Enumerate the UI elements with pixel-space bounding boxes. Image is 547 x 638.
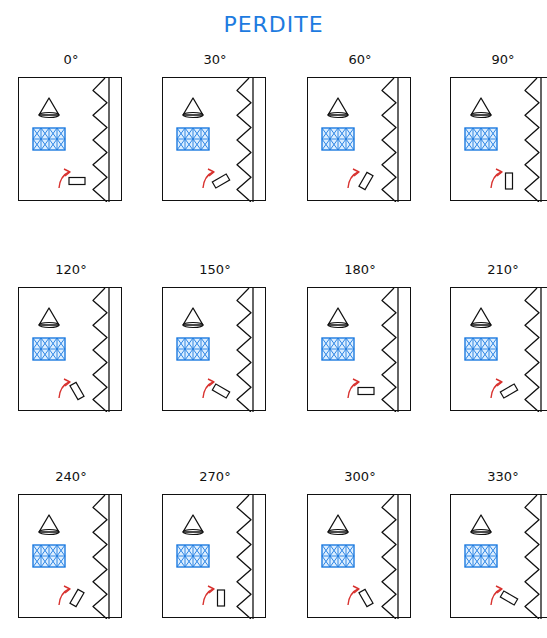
- angle-label: 120°: [19, 262, 123, 277]
- orientation-panel: 120°: [18, 287, 122, 411]
- panel-illustration: [163, 288, 267, 412]
- orientation-panel: 330°: [450, 494, 547, 618]
- orientation-panel: 0°: [18, 77, 122, 201]
- angle-label: 300°: [308, 469, 412, 484]
- panel-illustration: [451, 78, 547, 202]
- panel-illustration: [308, 288, 412, 412]
- panel-illustration: [163, 78, 267, 202]
- orientation-panel: 150°: [162, 287, 266, 411]
- orientation-panel: 210°: [450, 287, 547, 411]
- angle-label: 240°: [19, 469, 123, 484]
- panel-illustration: [19, 495, 123, 619]
- orientation-panel: 90°: [450, 77, 547, 201]
- orientation-panel: 30°: [162, 77, 266, 201]
- panel-illustration: [308, 495, 412, 619]
- panel-illustration: [163, 495, 267, 619]
- angle-label: 150°: [163, 262, 267, 277]
- panel-illustration: [19, 288, 123, 412]
- panel-illustration: [451, 495, 547, 619]
- orientation-panel: 240°: [18, 494, 122, 618]
- title: PERDITE: [0, 12, 547, 37]
- panel-illustration: [308, 78, 412, 202]
- angle-label: 30°: [163, 52, 267, 67]
- angle-label: 60°: [308, 52, 412, 67]
- angle-label: 180°: [308, 262, 412, 277]
- orientation-panel: 60°: [307, 77, 411, 201]
- angle-label: 210°: [451, 262, 547, 277]
- orientation-panel: 180°: [307, 287, 411, 411]
- panel-illustration: [19, 78, 123, 202]
- orientation-panel: 300°: [307, 494, 411, 618]
- angle-label: 330°: [451, 469, 547, 484]
- angle-label: 270°: [163, 469, 267, 484]
- panel-illustration: [451, 288, 547, 412]
- angle-label: 0°: [19, 52, 123, 67]
- orientation-panel: 270°: [162, 494, 266, 618]
- angle-label: 90°: [451, 52, 547, 67]
